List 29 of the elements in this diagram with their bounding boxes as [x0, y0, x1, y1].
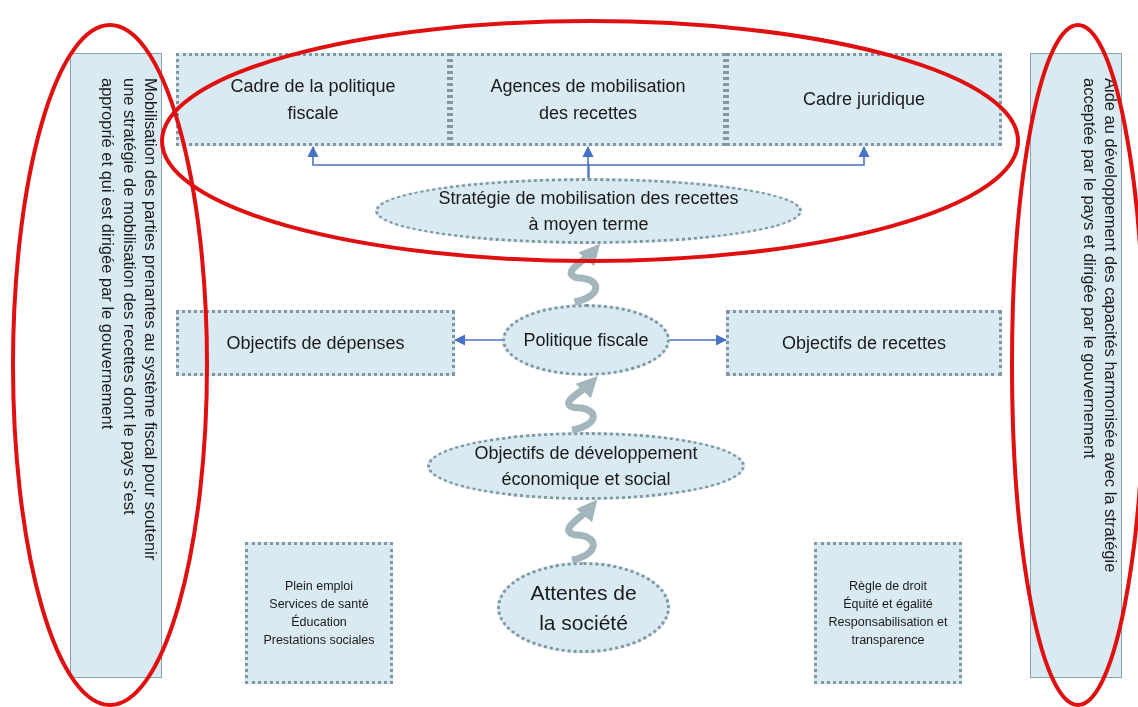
vertical-text-box — [1030, 53, 1122, 678]
node-text: Objectifs de développement économique et social — [473, 441, 699, 491]
dotted-box — [814, 542, 962, 684]
vertical-text-box — [70, 53, 162, 678]
node-text: Services de santé — [269, 595, 369, 613]
node-text: Règle de droit — [849, 577, 927, 595]
arrow — [669, 334, 728, 346]
dotted-box — [176, 310, 455, 376]
dotted-box — [726, 53, 1002, 146]
arrow — [587, 145, 870, 179]
node-text: Stratégie de mobilisation des recettes à moyen terme — [438, 186, 739, 236]
node-text: Prestations sociales — [263, 632, 375, 650]
node-text: Attentes de la société — [529, 580, 638, 636]
node-text: Agences de mobilisation des recettes — [489, 75, 687, 125]
dotted-box — [176, 53, 450, 146]
node-text: Cadre de la politique fiscale — [229, 75, 397, 125]
node-text: Objectifs de dépenses — [226, 331, 405, 355]
node-text: Équité et égalité — [843, 595, 933, 613]
node-text: Objectifs de recettes — [781, 331, 947, 355]
dotted-box — [245, 542, 393, 684]
arrow — [453, 334, 503, 346]
dotted-box — [450, 53, 726, 146]
node-text: Politique fiscale — [523, 328, 649, 352]
node-text: Plein emploi — [284, 577, 354, 595]
node-text: Mobilisation des parties prenantes au système fiscal pour soutenir une stratégie de mobilisation des recettes dont le pays s’est approprié et qui est dirigée par le gouvernement — [98, 78, 161, 563]
node-text: Responsabilisation et transparence — [827, 614, 949, 650]
node-text: Cadre juridique — [802, 88, 926, 112]
node-text: Éducation — [291, 613, 347, 631]
dotted-box — [726, 310, 1002, 376]
